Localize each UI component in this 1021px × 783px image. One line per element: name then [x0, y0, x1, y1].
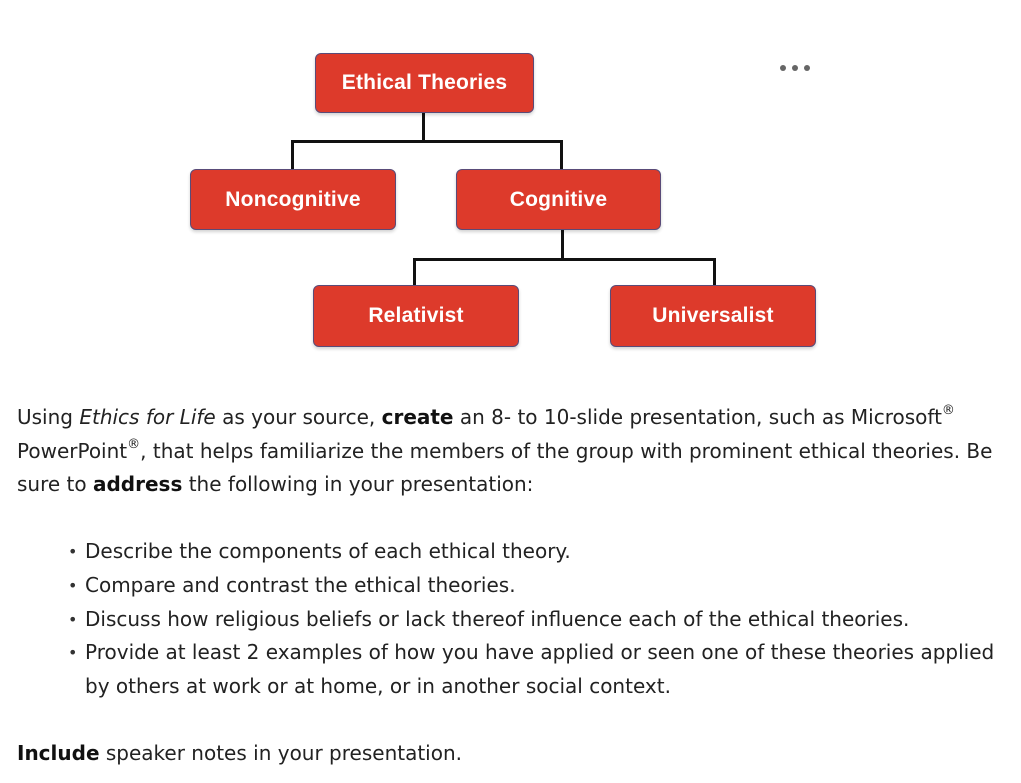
intro-paragraph: Using Ethics for Life as your source, cr… — [17, 401, 997, 502]
intro-text-3: an 8- to 10-slide presentation, such as … — [453, 405, 942, 429]
intro-text-6: the following in your presentation: — [182, 472, 534, 497]
requirements-list: Describe the components of each ethical … — [17, 535, 997, 703]
node-ethical-theories: Ethical Theories — [315, 53, 534, 113]
instructions-text: Using Ethics for Life as your source, cr… — [17, 401, 997, 771]
more-dot — [804, 65, 810, 71]
closing-paragraph: Include speaker notes in your presentati… — [17, 737, 997, 771]
connector-root-stem — [422, 112, 425, 142]
node-noncognitive: Noncognitive — [190, 169, 396, 230]
node-universalist: Universalist — [610, 285, 816, 347]
keyword-create: create — [381, 405, 454, 429]
connector-to-relativist — [413, 258, 416, 287]
connector-to-universalist — [713, 258, 716, 287]
node-relativist: Relativist — [313, 285, 519, 347]
list-item: Compare and contrast the ethical theorie… — [68, 569, 997, 603]
connector-root-bar — [291, 140, 563, 143]
list-item: Provide at least 2 examples of how you h… — [68, 636, 997, 703]
closing-text: speaker notes in your presentation. — [99, 740, 463, 765]
connector-to-cognitive — [560, 140, 563, 171]
more-dot — [792, 65, 798, 71]
ethical-theories-diagram: Ethical Theories Noncognitive Cognitive … — [0, 0, 1021, 360]
more-horizontal-icon[interactable] — [780, 58, 810, 78]
registered-mark: ® — [127, 436, 141, 452]
more-dot — [780, 65, 786, 71]
intro-text-4: PowerPoint — [17, 438, 128, 463]
keyword-include: Include — [17, 740, 100, 765]
list-item: Describe the components of each ethical … — [68, 535, 997, 569]
connector-cognitive-bar — [413, 258, 716, 261]
keyword-address: address — [92, 472, 183, 497]
connector-cognitive-stem — [561, 229, 564, 260]
intro-text-5: , that helps familiarize the members of … — [17, 438, 993, 497]
registered-mark: ® — [941, 403, 955, 419]
list-item: Discuss how religious beliefs or lack th… — [68, 603, 997, 637]
intro-text-1: Using — [17, 405, 80, 429]
connector-to-noncognitive — [291, 140, 294, 171]
book-title: Ethics for Life — [79, 405, 216, 429]
intro-text-2: as your source, — [215, 405, 382, 429]
node-cognitive: Cognitive — [456, 169, 661, 230]
